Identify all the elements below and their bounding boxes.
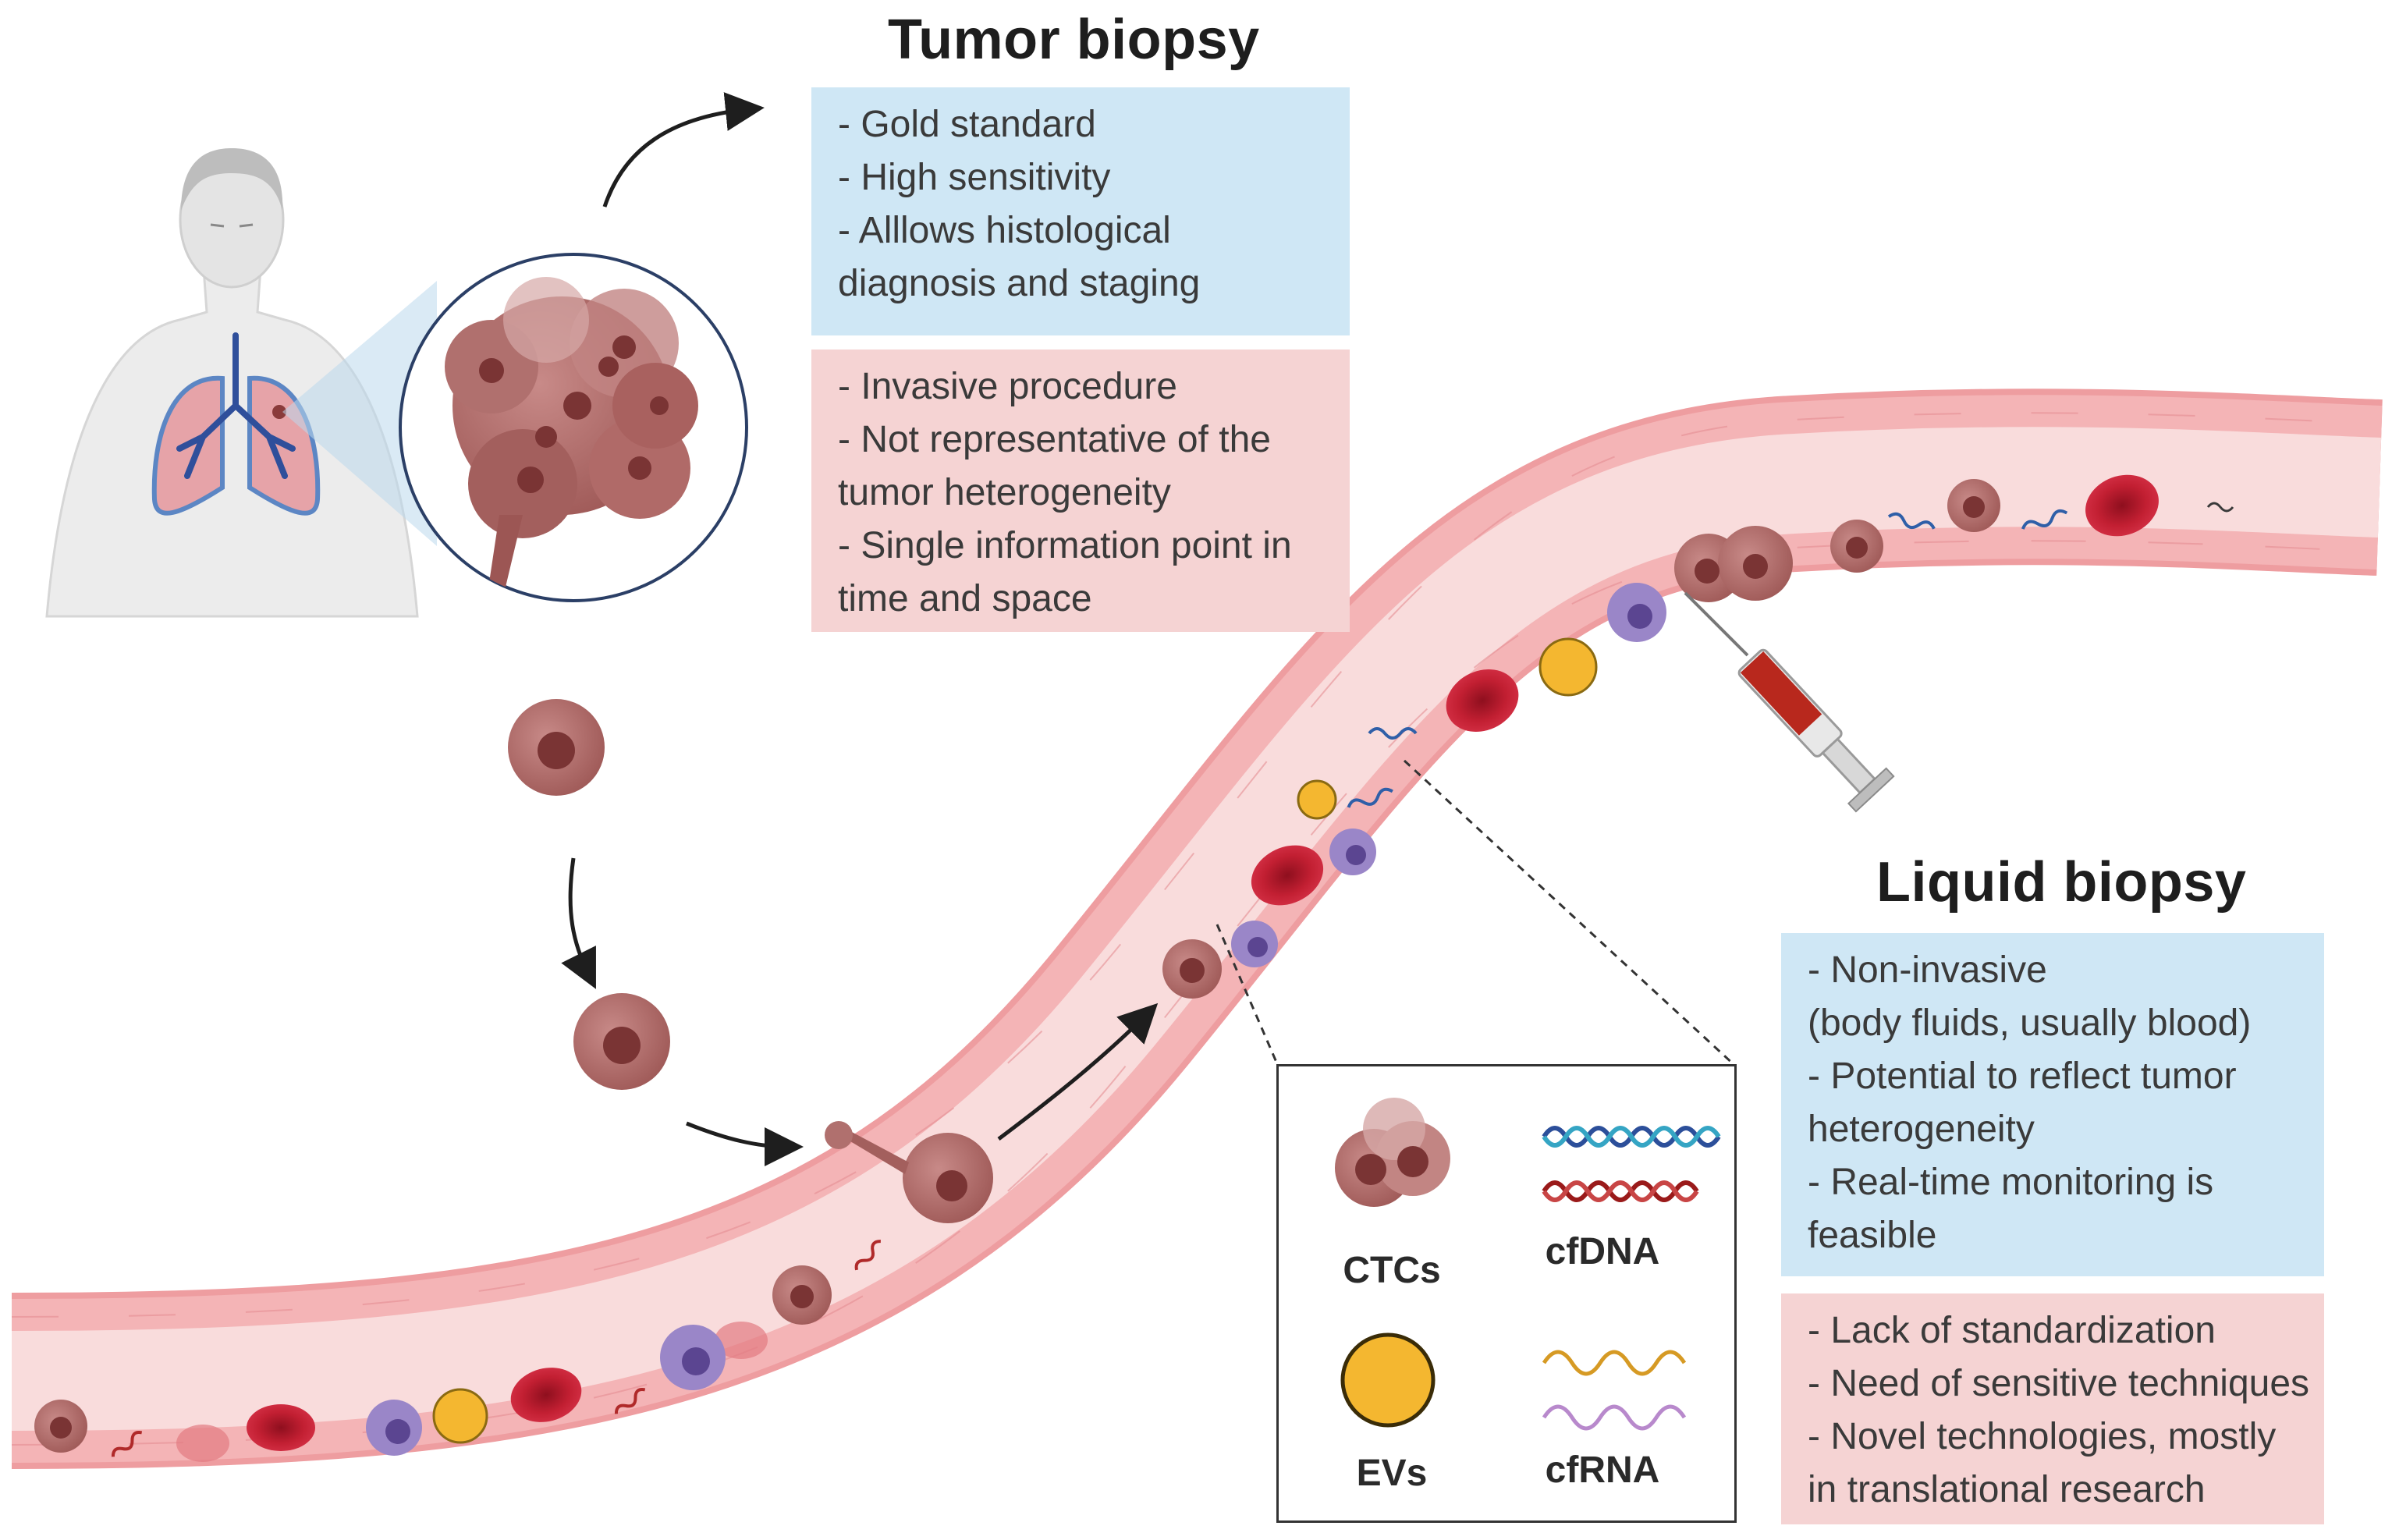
ctc-icon bbox=[1335, 1098, 1450, 1207]
ev-icon bbox=[1340, 1332, 1436, 1428]
arrow-to-vessel bbox=[686, 1121, 804, 1166]
zoom-line-right bbox=[1403, 759, 1737, 1067]
ctc-cluster bbox=[1674, 526, 1793, 602]
red-blood-cell bbox=[1251, 845, 1324, 906]
advantage-line: - Real-time monitoring is bbox=[1808, 1162, 2214, 1203]
disadvantage-line: tumor heterogeneity bbox=[838, 472, 1171, 513]
advantage-line: (body fluids, usually blood) bbox=[1808, 1002, 2252, 1044]
disadvantage-line: - Novel technologies, mostly bbox=[1808, 1416, 2277, 1457]
disadvantage-line: in translational research bbox=[1808, 1469, 2206, 1510]
lymphocyte bbox=[1231, 921, 1278, 967]
ctc-cell bbox=[1947, 479, 2000, 532]
analytes-legend: CTCs cfDNA EVs cfRNA bbox=[1276, 1064, 1737, 1523]
advantage-line: - Potential to reflect tumor bbox=[1808, 1056, 2237, 1097]
advantage-line: - Gold standard bbox=[838, 104, 1096, 145]
red-blood-cell bbox=[510, 1368, 582, 1422]
legend-label-cfrna: cfRNA bbox=[1545, 1450, 1660, 1491]
lymphocyte bbox=[366, 1400, 422, 1456]
human-figure bbox=[45, 148, 419, 618]
disadvantage-line: - Need of sensitive techniques bbox=[1808, 1363, 2310, 1404]
blood-vessel bbox=[11, 389, 2383, 1469]
tumor-biopsy-advantages: - Gold standard - High sensitivity - All… bbox=[811, 87, 1350, 335]
legend-label-ctcs: CTCs bbox=[1343, 1250, 1441, 1291]
advantage-line: heterogeneity bbox=[1808, 1109, 2035, 1150]
lymphocyte bbox=[1607, 583, 1666, 642]
legend-label-evs: EVs bbox=[1356, 1453, 1428, 1494]
disadvantage-line: - Invasive procedure bbox=[838, 366, 1177, 407]
syringe-icon bbox=[1684, 591, 1895, 813]
ctc-cell bbox=[1830, 520, 1883, 573]
red-blood-cell bbox=[1446, 669, 1519, 732]
ctc-cell bbox=[772, 1265, 832, 1325]
migrating-tumor-cell-1 bbox=[508, 699, 605, 796]
cfdna-icon bbox=[1542, 1126, 1721, 1202]
red-blood-cell-faded bbox=[715, 1322, 768, 1359]
migrating-tumor-cell-2 bbox=[573, 993, 670, 1090]
arrow-down-1 bbox=[561, 857, 596, 989]
arrow-in-vessel bbox=[997, 1002, 1159, 1141]
extracellular-vesicle bbox=[432, 1388, 488, 1444]
legend-label-cfdna: cfDNA bbox=[1545, 1231, 1660, 1272]
advantage-line: - Alllows histological bbox=[838, 210, 1171, 251]
tumor-biopsy-disadvantages: - Invasive procedure - Not representativ… bbox=[811, 350, 1350, 632]
red-blood-cell-faded bbox=[176, 1425, 229, 1462]
ctc-cell bbox=[1162, 939, 1222, 999]
disadvantage-line: - Not representative of the bbox=[838, 419, 1271, 460]
zoom-cone bbox=[282, 281, 437, 546]
ctc-cell bbox=[34, 1400, 87, 1453]
advantage-line: feasible bbox=[1808, 1215, 1937, 1256]
cfrna-icon bbox=[1542, 1350, 1687, 1431]
extracellular-vesicle bbox=[1297, 779, 1337, 820]
legend-icons bbox=[1335, 1098, 1721, 1431]
cfdna-fragment bbox=[111, 502, 2234, 1457]
disadvantage-line: - Single information point in bbox=[838, 525, 1292, 566]
lymphocyte bbox=[1329, 829, 1376, 875]
arrow-to-tumor-biopsy bbox=[602, 92, 765, 208]
red-blood-cell bbox=[247, 1404, 315, 1451]
intravasating-tumor-cell bbox=[825, 1121, 993, 1223]
tumor-zoom-circle bbox=[399, 253, 748, 602]
liquid-biopsy-advantages: - Non-invasive (body fluids, usually blo… bbox=[1781, 933, 2324, 1276]
liquid-biopsy-disadvantages: - Lack of standardization - Need of sens… bbox=[1781, 1293, 2324, 1524]
zoom-line-left bbox=[1216, 924, 1279, 1066]
disadvantage-line: time and space bbox=[838, 578, 1092, 619]
advantage-line: - High sensitivity bbox=[838, 157, 1111, 198]
advantage-line: - Non-invasive bbox=[1808, 949, 2047, 991]
tumor-biopsy-title: Tumor biopsy bbox=[888, 9, 1260, 71]
liquid-biopsy-title: Liquid biopsy bbox=[1876, 851, 2247, 914]
extracellular-vesicle bbox=[1538, 637, 1598, 697]
lymphocyte bbox=[660, 1325, 726, 1390]
red-blood-cell bbox=[2085, 474, 2159, 537]
disadvantage-line: - Lack of standardization bbox=[1808, 1310, 2216, 1351]
advantage-line: diagnosis and staging bbox=[838, 263, 1201, 304]
